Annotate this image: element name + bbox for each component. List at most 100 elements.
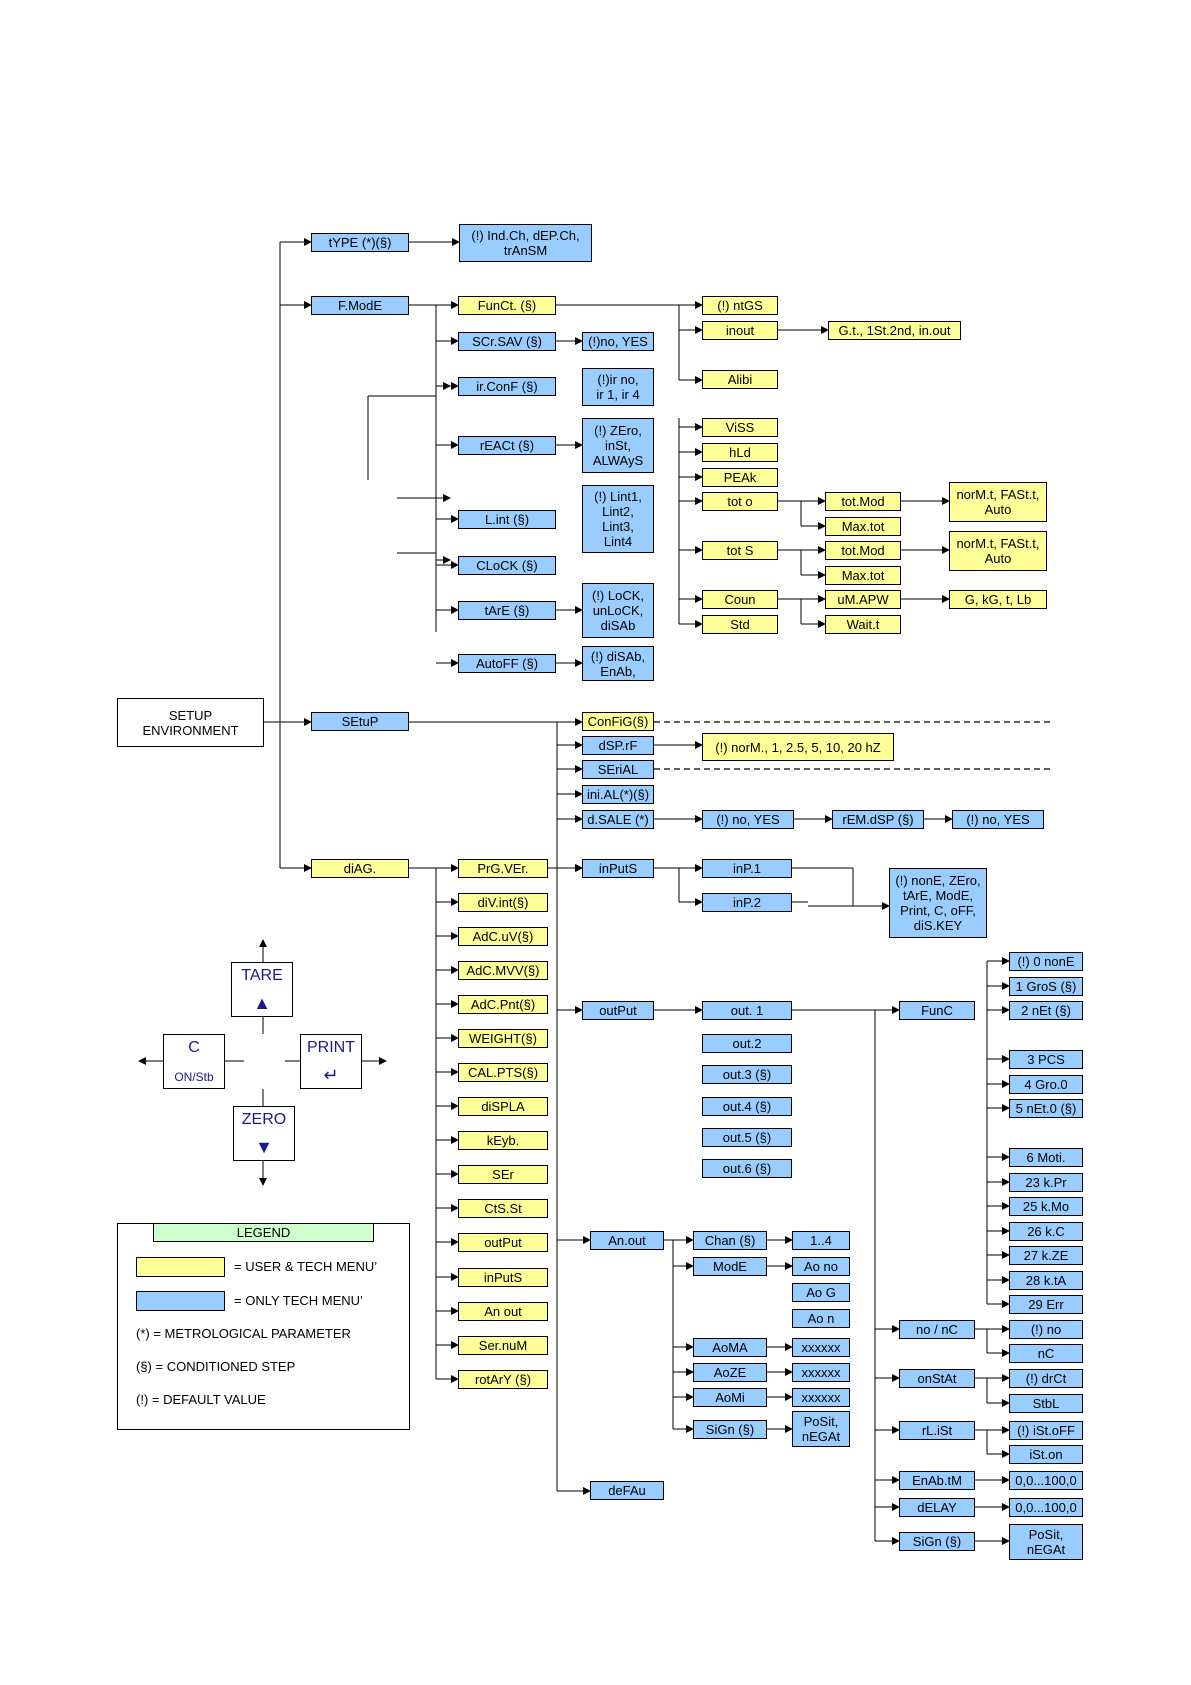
enter-icon: ↵	[323, 1065, 339, 1085]
menu-box-viss: ViSS	[702, 418, 778, 437]
menu-box-delay-val: 0,0...100,0	[1009, 1498, 1083, 1517]
menu-box-nonc: no / nC	[899, 1320, 975, 1339]
menu-box-aomi-val: xxxxxx	[792, 1388, 850, 1407]
menu-box-umapw: uM.APW	[825, 590, 901, 609]
menu-box-out5: out.5 (§)	[702, 1128, 792, 1147]
menu-box-dsprf: dSP.rF	[582, 736, 654, 755]
menu-box-rlist-on: iSt.on	[1009, 1445, 1083, 1464]
menu-box-chan-val: 1..4	[792, 1231, 850, 1250]
menu-box-setup-env: SETUP ENVIRONMENT	[117, 698, 264, 747]
menu-box-keyb: kEyb.	[458, 1131, 548, 1150]
menu-box-autoff-val: (!) diSAb, EnAb,	[582, 646, 654, 681]
menu-box-output: outPut	[458, 1233, 548, 1252]
menu-box-tare: tArE (§)	[458, 601, 556, 620]
menu-box-coun: Coun	[702, 590, 778, 609]
menu-box-irconf-val: (!)ir no, ir 1, ir 4	[582, 368, 654, 406]
menu-box-sign1: SiGn (§)	[899, 1532, 975, 1551]
c-key[interactable]: C ON/Stb	[163, 1034, 225, 1089]
c-key-label: C	[188, 1039, 200, 1056]
menu-box-f28: 28 k.tA	[1009, 1271, 1083, 1290]
menu-box-anout2: An.out	[590, 1231, 664, 1250]
menu-box-inout-val: G.t., 1St.2nd, in.out	[828, 321, 961, 340]
menu-box-ctsst: CtS.St	[458, 1199, 548, 1218]
menu-box-ser: SEr	[458, 1165, 548, 1184]
legend-default-text: (!) = DEFAULT VALUE	[136, 1392, 266, 1407]
print-key[interactable]: PRINT ↵	[300, 1034, 362, 1089]
legend-metrological-text: (*) = METROLOGICAL PARAMETER	[136, 1326, 351, 1341]
menu-box-maxtot1: Max.tot	[825, 517, 901, 536]
menu-box-dsale: d.SALE (*)	[582, 810, 654, 829]
menu-box-f29: 29 Err	[1009, 1295, 1083, 1314]
menu-box-nonc-nc: nC	[1009, 1344, 1083, 1363]
menu-box-autoff: AutoFF (§)	[458, 654, 556, 673]
menu-box-inout: inout	[702, 321, 778, 340]
menu-box-ntgs: (!) ntGS	[702, 296, 778, 315]
menu-box-aomi: AoMi	[693, 1388, 767, 1407]
menu-box-totmod1-val: norM.t, FASt.t, Auto	[949, 482, 1047, 522]
menu-box-clock: CLoCK (§)	[458, 556, 556, 575]
menu-box-out1: out. 1	[702, 1001, 792, 1020]
menu-box-dsale-val: (!) no, YES	[702, 810, 794, 829]
legend-conditioned-text: (§) = CONDITIONED STEP	[136, 1359, 296, 1374]
menu-box-aog: Ao G	[792, 1283, 850, 1302]
menu-box-onstat: onStAt	[899, 1369, 975, 1388]
menu-box-inputs2: inPutS	[582, 859, 654, 878]
menu-box-enabtm: EnAb.tM	[899, 1471, 975, 1490]
menu-box-out6: out.6 (§)	[702, 1159, 792, 1178]
menu-box-weight: WEIGHT(§)	[458, 1029, 548, 1048]
zero-key[interactable]: ZERO ▼	[233, 1106, 295, 1161]
menu-box-waitt: Wait.t	[825, 615, 901, 634]
menu-box-react: rEACt (§)	[458, 436, 556, 455]
menu-box-inp-val: (!) nonE, ZEro, tArE, ModE, Print, C, oF…	[889, 868, 987, 938]
menu-box-f5: 5 nEt.0 (§)	[1009, 1099, 1083, 1118]
menu-box-out4: out.4 (§)	[702, 1097, 792, 1116]
menu-box-hld: hLd	[702, 443, 778, 462]
menu-box-setup: SEtuP	[311, 712, 409, 731]
legend-swatch-only-tech	[136, 1291, 225, 1311]
legend: LEGEND = USER & TECH MENU’ = ONLY TECH M…	[117, 1223, 410, 1430]
menu-box-inial: ini.AL(*)(§)	[582, 785, 654, 804]
menu-box-f2: 2 nEt (§)	[1009, 1001, 1083, 1020]
arrow-up-icon: ▲	[253, 993, 271, 1013]
menu-box-anout: An out	[458, 1302, 548, 1321]
menu-box-adcuv: AdC.uV(§)	[458, 927, 548, 946]
menu-box-peak: PEAk	[702, 468, 778, 487]
legend-swatch-user-tech	[136, 1257, 225, 1277]
menu-box-funct: FunCt. (§)	[458, 296, 556, 315]
menu-box-displa: diSPLA	[458, 1097, 548, 1116]
menu-box-irconf: ir.ConF (§)	[458, 377, 556, 396]
menu-box-std: Std	[702, 615, 778, 634]
menu-box-rlist-off: (!) iSt.oFF	[1009, 1421, 1083, 1440]
menu-box-aoma: AoMA	[693, 1338, 767, 1357]
menu-box-scrsav: SCr.SAV (§)	[458, 332, 556, 351]
menu-box-diag: diAG.	[311, 859, 409, 878]
menu-box-prgver: PrG.VEr.	[458, 859, 548, 878]
menu-box-totmod2: tot.Mod	[825, 541, 901, 560]
menu-box-maxtot2: Max.tot	[825, 566, 901, 585]
menu-box-inp2: inP.2	[702, 893, 792, 912]
menu-box-totmod2-val: norM.t, FASt.t, Auto	[949, 531, 1047, 571]
legend-only-tech-text: = ONLY TECH MENU’	[234, 1293, 363, 1308]
menu-box-aono: Ao no	[792, 1257, 850, 1276]
menu-box-inputs: inPutS	[458, 1268, 548, 1287]
menu-box-config: ConFiG(§)	[582, 712, 654, 731]
tare-key[interactable]: TARE ▲	[231, 962, 293, 1017]
menu-box-f0: (!) 0 nonE	[1009, 952, 1083, 971]
menu-box-tare-val: (!) LoCK, unLoCK, diSAb	[582, 583, 654, 638]
menu-box-defau: deFAu	[590, 1481, 664, 1500]
menu-box-remdsp-val: (!) no, YES	[952, 810, 1044, 829]
menu-box-remdsp: rEM.dSP (§)	[832, 810, 924, 829]
menu-box-lint: L.int (§)	[458, 510, 556, 529]
menu-box-type-val: (!) Ind.Ch, dEP.Ch, trAnSM	[459, 224, 592, 262]
print-key-label: PRINT	[307, 1039, 355, 1056]
menu-box-f23: 23 k.Pr	[1009, 1173, 1083, 1192]
menu-box-aoma-val: xxxxxx	[792, 1338, 850, 1357]
menu-box-toto: tot o	[702, 492, 778, 511]
menu-box-serial: SEriAL	[582, 760, 654, 779]
menu-box-nonc-no: (!) no	[1009, 1320, 1083, 1339]
menu-box-rlist: rL.iSt	[899, 1421, 975, 1440]
menu-box-onstat-drct: (!) drCt	[1009, 1369, 1083, 1388]
menu-box-calpts: CAL.PTS(§)	[458, 1063, 548, 1082]
menu-box-aoze-val: xxxxxx	[792, 1363, 850, 1382]
menu-box-enabtm-val: 0,0...100,0	[1009, 1471, 1083, 1490]
